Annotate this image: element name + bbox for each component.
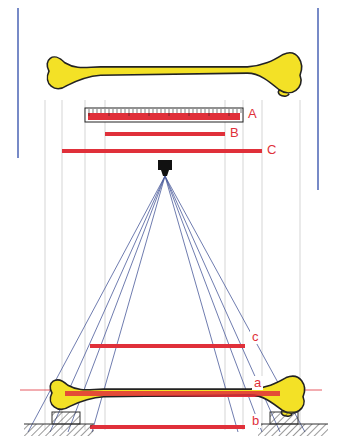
part-letter: A	[246, 107, 259, 121]
ruler-tick	[157, 109, 158, 113]
part-letter: c	[250, 330, 261, 344]
ruler-tick	[117, 109, 118, 113]
ruler-tick	[161, 109, 162, 113]
part-letter: b	[250, 414, 261, 428]
ruler-tick	[197, 109, 198, 113]
ruler-tick	[149, 109, 150, 116]
ruler-tick	[133, 109, 134, 113]
ruler-tick	[185, 109, 186, 113]
ruler-tick	[89, 109, 90, 116]
ground-hatch	[24, 424, 94, 436]
ruler-tick	[105, 109, 106, 113]
ruler-tick	[237, 109, 238, 113]
image-bar	[90, 344, 245, 348]
ruler-tick	[101, 109, 102, 113]
guide-line	[45, 100, 46, 430]
ruler-frame	[85, 108, 243, 122]
ruler-tick	[97, 109, 98, 113]
x-ray-source	[161, 170, 169, 176]
ruler-tick	[165, 109, 166, 113]
ruler-tick	[153, 109, 154, 113]
x-ray-source	[158, 160, 172, 170]
drawing	[18, 8, 328, 436]
ground-line	[258, 423, 328, 424]
ruler-tick	[145, 109, 146, 113]
part-letter: C	[265, 143, 278, 157]
frame-line	[17, 8, 19, 158]
ruler-tick	[125, 109, 126, 113]
ruler-tick	[113, 109, 114, 113]
image-bar	[105, 132, 225, 136]
ruler-tick	[177, 109, 178, 113]
ruler-tick	[225, 109, 226, 113]
ruler-tick	[229, 109, 230, 116]
image-bar	[62, 149, 262, 153]
ruler-tick	[213, 109, 214, 113]
ruler-tick	[193, 109, 194, 113]
ruler-tick	[181, 109, 182, 113]
image-bar	[90, 425, 245, 429]
bone	[50, 376, 304, 416]
ruler-tick	[169, 109, 170, 116]
ruler-tick	[209, 109, 210, 116]
support-block	[270, 412, 298, 424]
part-letter: a	[252, 376, 263, 390]
ruler-tick	[189, 109, 190, 116]
ruler-tick	[137, 109, 138, 113]
image-bar	[65, 391, 280, 396]
bone	[47, 53, 301, 96]
ruler-tick	[121, 109, 122, 113]
ruler-tick	[173, 109, 174, 113]
ruler-tick	[201, 109, 202, 113]
ruler-tick	[141, 109, 142, 113]
ruler-tick	[205, 109, 206, 113]
ruler-tick	[217, 109, 218, 113]
ruler-tick	[233, 109, 234, 113]
support-block	[52, 412, 80, 424]
ground-line	[24, 423, 94, 424]
ruler-tick	[129, 109, 130, 116]
ruler-tick	[109, 109, 110, 116]
ruler-tick	[93, 109, 94, 113]
ground-hatch	[258, 424, 328, 436]
ruler-bar	[88, 113, 240, 120]
frame-line	[317, 8, 319, 190]
ruler-tick	[241, 109, 242, 113]
ruler-tick	[221, 109, 222, 113]
part-letter: B	[228, 126, 241, 140]
